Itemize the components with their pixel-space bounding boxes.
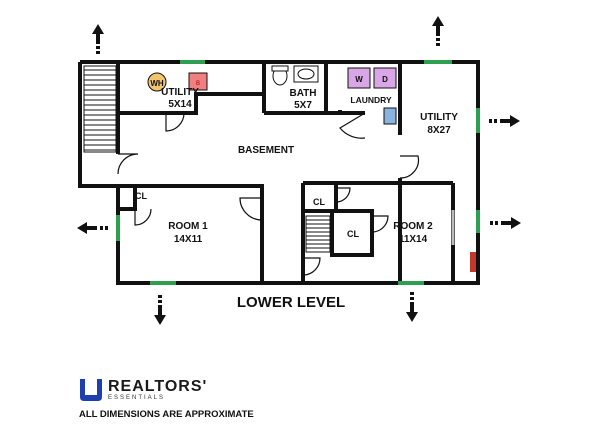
dryer-label: D xyxy=(382,75,388,84)
utility-small-size: 5X14 xyxy=(168,99,192,110)
furnace-icon xyxy=(188,72,208,91)
arrow-right-icon xyxy=(489,115,520,127)
water-heater-icon xyxy=(147,72,167,92)
bath-name: BATH xyxy=(289,88,316,99)
windows xyxy=(116,60,480,285)
closet-room1-label: CL xyxy=(135,191,147,201)
utility-large-name: UTILITY xyxy=(420,112,458,123)
furnace-label: B xyxy=(196,81,200,87)
arrow-right-icon xyxy=(490,217,521,229)
arrow-left-icon xyxy=(77,222,108,234)
room1-size: 14X11 xyxy=(174,234,203,245)
arrow-up-icon xyxy=(92,24,104,54)
washer-label: W xyxy=(355,75,363,84)
basement-name: BASEMENT xyxy=(238,145,294,156)
stairs xyxy=(83,65,117,153)
arrow-down-icon xyxy=(154,295,166,325)
bath-fixtures xyxy=(271,65,397,125)
room2-name: ROOM 2 xyxy=(393,221,433,232)
floor-label: LOWER LEVEL xyxy=(237,294,345,311)
closet-room2b-label: CL xyxy=(347,229,359,239)
bath-tub-icon xyxy=(383,107,397,125)
arrow-up-icon xyxy=(432,16,444,46)
arrow-icons xyxy=(77,16,521,325)
bath-size: 5X7 xyxy=(294,100,312,111)
disclaimer: ALL DIMENSIONS ARE APPROXIMATE xyxy=(79,409,254,420)
exterior-door xyxy=(470,252,476,272)
water-heater-label: WH xyxy=(150,79,164,88)
closet-room2a-label: CL xyxy=(313,197,325,207)
room1-name: ROOM 1 xyxy=(168,221,208,232)
exterior-walls xyxy=(78,60,480,285)
brand-name: REALTORS' xyxy=(108,377,208,395)
washer-icon xyxy=(347,67,371,89)
brand-logo: REALTORS' ESSENTIALS xyxy=(78,377,207,403)
realtors-logo-icon xyxy=(80,379,102,401)
utility-large-size: 8X27 xyxy=(427,125,451,136)
utility-small-name: UTILITY xyxy=(161,87,199,98)
laundry-name: LAUNDRY xyxy=(350,95,392,105)
door-swings xyxy=(117,112,455,276)
arrow-down-icon xyxy=(406,292,418,322)
dryer-icon xyxy=(373,67,397,89)
stairs-small xyxy=(305,215,331,253)
room2-size: 11X14 xyxy=(399,234,428,245)
brand-sub: ESSENTIALS xyxy=(108,394,166,401)
